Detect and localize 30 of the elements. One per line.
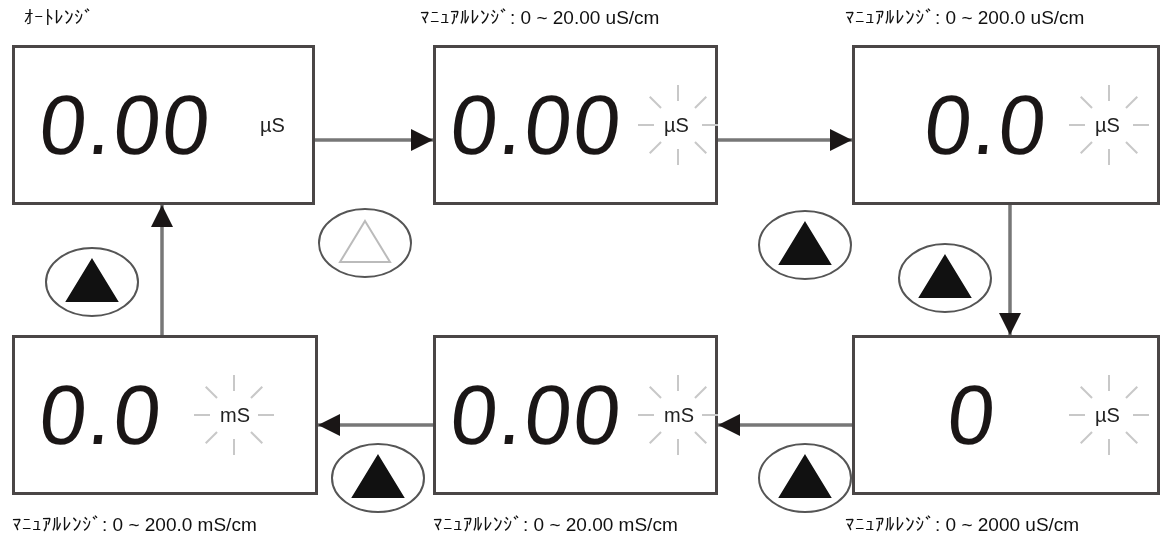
unit-label: µS xyxy=(664,115,689,135)
arrow xyxy=(999,205,1021,335)
lcd-reading: 0 xyxy=(943,373,1002,457)
arrow xyxy=(151,205,173,335)
lcd-display-panel xyxy=(852,45,1160,205)
lcd-display-panel xyxy=(12,45,315,205)
range-caption: ﾏﾆｭｱﾙﾚﾝｼﾞ: 0 ~ 20.00 mS/cm xyxy=(433,515,678,536)
arrow xyxy=(718,129,852,151)
unit-label: µS xyxy=(1095,115,1120,135)
lcd-reading: 0.0 xyxy=(35,373,168,457)
range-caption: ﾏﾆｭｱﾙﾚﾝｼﾞ: 0 ~ 200.0 uS/cm xyxy=(845,8,1085,29)
lcd-reading: 0.0 xyxy=(920,83,1053,167)
lcd-display-panel xyxy=(433,335,718,495)
arrow xyxy=(315,129,433,151)
range-caption: ﾏﾆｭｱﾙﾚﾝｼﾞ: 0 ~ 2000 uS/cm xyxy=(845,515,1080,536)
lcd-reading: 0.00 xyxy=(446,83,627,167)
range-caption: ﾏﾆｭｱﾙﾚﾝｼﾞ: 0 ~ 200.0 mS/cm xyxy=(12,515,257,536)
arrow xyxy=(718,414,852,436)
unit-label: µS xyxy=(1095,405,1120,425)
unit-label: µS xyxy=(260,115,285,135)
lcd-display-panel xyxy=(852,335,1160,495)
unit-label: mS xyxy=(220,405,250,425)
lcd-reading: 0.00 xyxy=(446,373,627,457)
range-caption: ｵｰﾄﾚﾝｼﾞ xyxy=(24,8,94,29)
unit-label: mS xyxy=(664,405,694,425)
lcd-display-panel xyxy=(12,335,318,495)
lcd-display-panel xyxy=(433,45,718,205)
range-caption: ﾏﾆｭｱﾙﾚﾝｼﾞ: 0 ~ 20.00 uS/cm xyxy=(420,8,660,29)
lcd-reading: 0.00 xyxy=(35,83,216,167)
arrow xyxy=(318,414,433,436)
